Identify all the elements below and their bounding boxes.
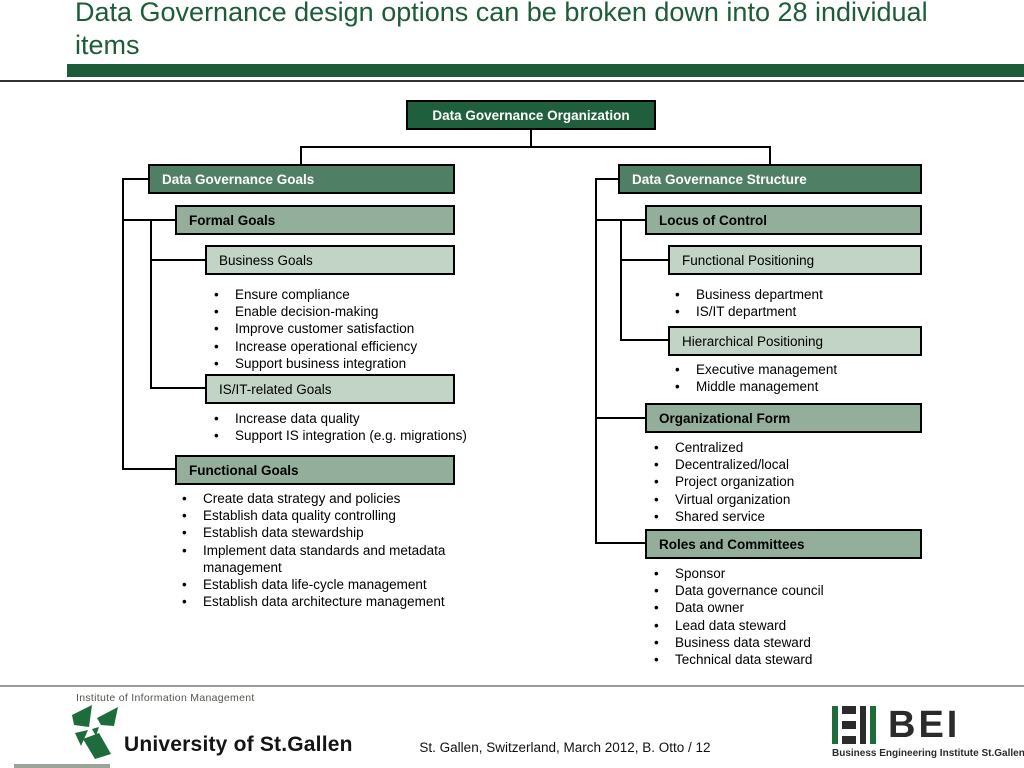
bottom-edge-artifact <box>14 764 110 768</box>
bullet-item: Virtual organization <box>645 491 922 508</box>
slide-title: Data Governance design options can be br… <box>75 0 928 60</box>
box-label: IS/IT-related Goals <box>219 381 332 397</box>
institute-label: Institute of Information Management <box>76 692 255 704</box>
connector-line <box>595 542 645 544</box>
title-underline-bar <box>67 64 1024 77</box>
bei-subtitle: Business Engineering Institute St.Gallen <box>832 748 1024 759</box>
connector-line <box>122 178 124 470</box>
bullet-item: Shared service <box>645 508 922 525</box>
connector-line <box>122 178 148 180</box>
bei-green-bar <box>870 706 876 744</box>
root-box-label: Data Governance Organization <box>432 107 630 123</box>
connector-line <box>595 178 597 544</box>
box-label: Formal Goals <box>189 212 276 228</box>
bullet-item: Implement data standards and metadata ma… <box>175 542 447 576</box>
box-label: Functional Positioning <box>682 252 815 268</box>
bei-acronym: BEI <box>888 704 961 746</box>
connector-line <box>150 259 205 261</box>
box-business-goals: Business Goals <box>205 245 455 275</box>
title-rule <box>0 80 1024 82</box>
bullet-item: Lead data steward <box>645 617 922 634</box>
bullet-item: Support IS integration (e.g. migrations) <box>205 427 505 444</box>
university-name: University of St.Gallen <box>124 733 353 756</box>
connector-line <box>122 219 175 221</box>
box-label: Hierarchical Positioning <box>682 333 824 349</box>
box-label: Functional Goals <box>189 462 299 478</box>
bei-green-bar <box>832 706 838 744</box>
bullet-item: Sponsor <box>645 565 922 582</box>
box-label: Organizational Form <box>659 410 791 426</box>
bullet-item: IS/IT department <box>668 303 922 320</box>
footer-citation: St. Gallen, Switzerland, March 2012, B. … <box>419 740 711 755</box>
isit-goals-bullets: Increase data qualitySupport IS integrat… <box>205 410 505 445</box>
box-functional-positioning: Functional Positioning <box>668 245 922 275</box>
bei-logo: BEI Business Engineering Institute St.Ga… <box>832 700 1024 759</box>
box-locus-of-control: Locus of Control <box>645 205 922 235</box>
bei-logo-mark-icon: BEI <box>832 700 1012 744</box>
box-label: Business Goals <box>219 252 313 268</box>
bullet-item: Increase data quality <box>205 410 505 427</box>
organizational-form-bullets: CentralizedDecentralized/localProject or… <box>645 439 922 525</box>
connector-line <box>530 130 532 147</box>
box-label: Roles and Committees <box>659 536 805 552</box>
bullet-item: Centralized <box>645 439 922 456</box>
connector-line <box>300 146 302 164</box>
box-roles-and-committees: Roles and Committees <box>645 529 922 559</box>
bullet-item: Support business integration <box>205 355 485 372</box>
footer-rule <box>0 685 1024 687</box>
bullet-item: Improve customer satisfaction <box>205 320 485 337</box>
connector-line <box>150 219 152 389</box>
box-formal-goals: Formal Goals <box>175 205 455 235</box>
box-label: Data Governance Goals <box>162 171 315 187</box>
bei-dark-bar <box>860 706 866 744</box>
connector-line <box>620 339 668 341</box>
connector-line <box>620 219 622 341</box>
connector-line <box>769 146 771 164</box>
bullet-item: Establish data quality controlling <box>175 507 447 524</box>
connector-line <box>122 468 175 470</box>
bullet-item: Establish data stewardship <box>175 524 447 541</box>
bullet-item: Enable decision-making <box>205 303 485 320</box>
functional-positioning-bullets: Business departmentIS/IT department <box>668 286 922 321</box>
bullet-item: Establish data life-cycle management <box>175 576 447 593</box>
bullet-item: Increase operational efficiency <box>205 338 485 355</box>
bullet-item: Business department <box>668 286 922 303</box>
box-data-governance-goals: Data Governance Goals <box>148 164 455 194</box>
bullet-item: Ensure compliance <box>205 286 485 303</box>
bei-e-glyph <box>842 706 856 744</box>
hierarchical-positioning-bullets: Executive managementMiddle management <box>668 361 922 396</box>
connector-line <box>300 146 771 148</box>
box-label: Data Governance Structure <box>632 171 807 187</box>
bullet-item: Technical data steward <box>645 651 922 668</box>
bullet-item: Project organization <box>645 473 922 490</box>
box-isit-related-goals: IS/IT-related Goals <box>205 374 455 404</box>
bullet-item: Create data strategy and policies <box>175 490 447 507</box>
bullet-item: Business data steward <box>645 634 922 651</box>
bullet-item: Middle management <box>668 378 922 395</box>
bullet-item: Data governance council <box>645 582 922 599</box>
roles-committees-bullets: SponsorData governance councilData owner… <box>645 565 922 668</box>
box-functional-goals: Functional Goals <box>175 455 455 485</box>
root-box-data-governance-organization: Data Governance Organization <box>406 100 656 130</box>
bullet-item: Establish data architecture management <box>175 593 447 610</box>
box-data-governance-structure: Data Governance Structure <box>618 164 922 194</box>
connector-line <box>150 387 205 389</box>
connector-line <box>595 178 618 180</box>
box-hierarchical-positioning: Hierarchical Positioning <box>668 326 922 356</box>
bullet-item: Decentralized/local <box>645 456 922 473</box>
bullet-item: Executive management <box>668 361 922 378</box>
box-label: Locus of Control <box>659 212 767 228</box>
bullet-item: Data owner <box>645 599 922 616</box>
box-organizational-form: Organizational Form <box>645 403 922 433</box>
business-goals-bullets: Ensure complianceEnable decision-makingI… <box>205 286 485 372</box>
functional-goals-bullets: Create data strategy and policiesEstabli… <box>175 490 447 611</box>
connector-line <box>595 417 645 419</box>
connector-line <box>620 259 668 261</box>
university-stgallen-logo-icon <box>72 705 118 759</box>
